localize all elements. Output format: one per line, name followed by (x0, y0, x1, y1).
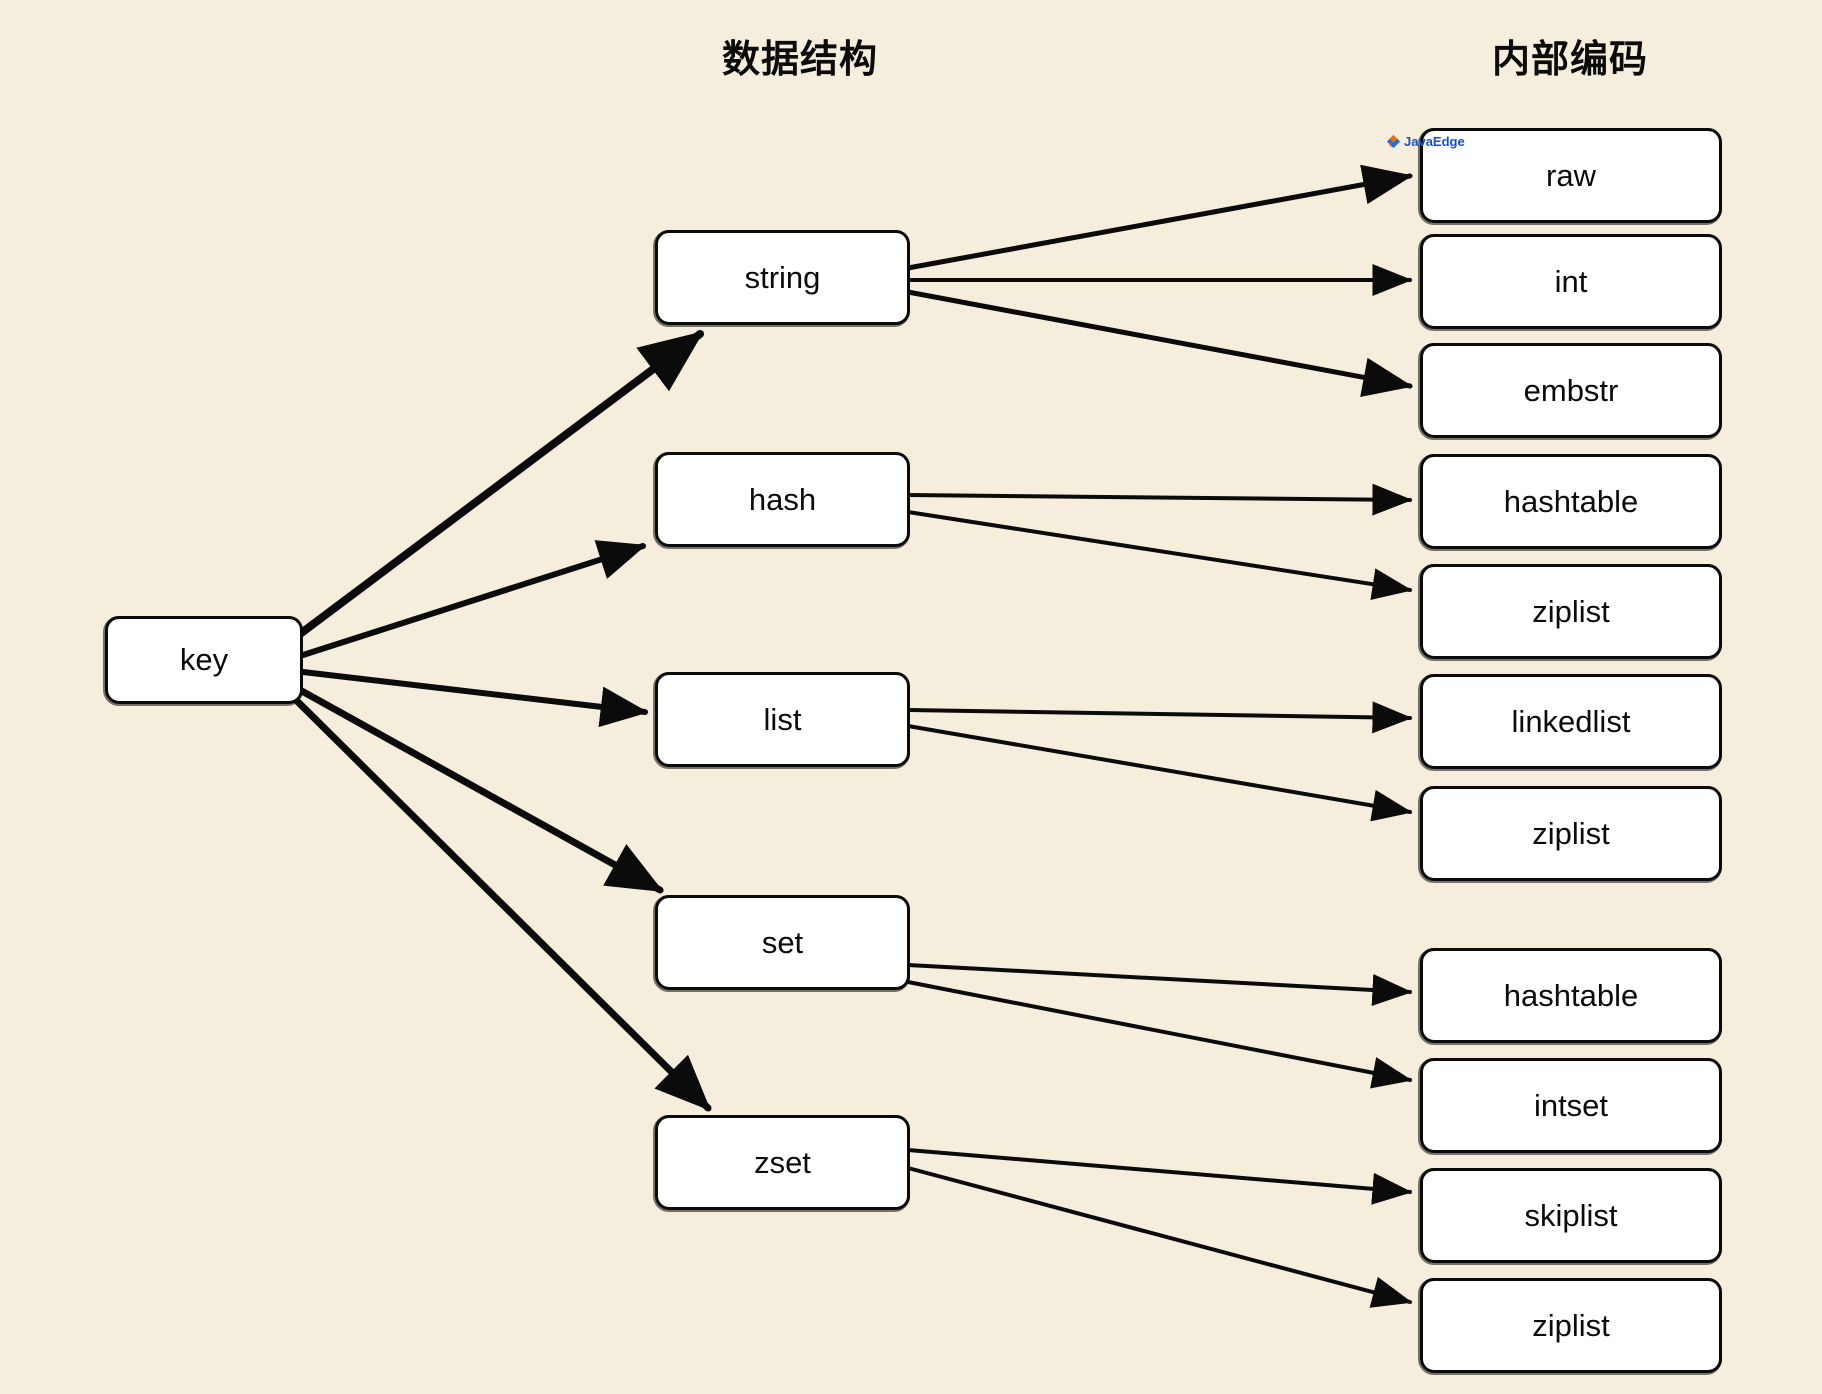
node-hashtable-set-label: hashtable (1503, 977, 1639, 1013)
node-skiplist[interactable]: skiplist (1418, 1168, 1722, 1265)
node-intset-label: intset (1533, 1087, 1609, 1123)
node-hashtable-hash-label: hashtable (1503, 483, 1639, 519)
column-title-data-structure: 数据结构 (721, 39, 879, 81)
node-ziplist-list[interactable]: ziplist (1418, 786, 1722, 883)
node-ziplist-zset[interactable]: ziplist (1418, 1278, 1722, 1375)
node-linkedlist-label: linkedlist (1511, 703, 1631, 739)
edge-key-zset (294, 698, 712, 1112)
node-key-label: key (179, 642, 229, 677)
edge-hash-ziplist (906, 510, 1413, 601)
node-int-label: int (1554, 263, 1588, 299)
node-hashtable-hash[interactable]: hashtable (1418, 454, 1722, 551)
edge-string-raw (905, 164, 1413, 271)
node-intset[interactable]: intset (1418, 1058, 1722, 1155)
edge-set-hashtable (906, 963, 1413, 1006)
edge-zset-skiplist (906, 1148, 1413, 1205)
node-ziplist-list-label: ziplist (1532, 815, 1610, 851)
node-string-label: string (744, 259, 821, 295)
node-list-label: list (763, 701, 802, 737)
node-string[interactable]: string (653, 230, 910, 327)
node-skiplist-label: skiplist (1524, 1197, 1618, 1233)
node-set[interactable]: set (653, 895, 910, 992)
node-embstr[interactable]: embstr (1418, 343, 1722, 440)
edge-set-intset (906, 980, 1413, 1089)
diamond-logo-icon (1386, 134, 1401, 149)
edge-key-set (296, 686, 664, 894)
node-ziplist-hash-label: ziplist (1532, 593, 1610, 629)
watermark-label: JavaEdge (1404, 134, 1465, 149)
edge-key-list (300, 669, 649, 728)
node-hash[interactable]: hash (653, 452, 910, 549)
node-int[interactable]: int (1418, 234, 1722, 331)
edge-key-hash (300, 540, 647, 658)
node-embstr-label: embstr (1523, 372, 1619, 408)
watermark: JavaEdge (1386, 134, 1465, 149)
edge-key-string (296, 330, 704, 638)
node-linkedlist[interactable]: linkedlist (1418, 674, 1722, 771)
node-hash-label: hash (748, 481, 817, 517)
node-hashtable-set[interactable]: hashtable (1418, 948, 1722, 1045)
node-raw-label: raw (1546, 157, 1596, 193)
node-key[interactable]: key (103, 616, 303, 706)
edge-hash-hashtable (906, 483, 1413, 516)
node-ziplist-hash[interactable]: ziplist (1418, 564, 1722, 661)
edge-zset-ziplist (906, 1166, 1413, 1308)
edge-string-embstr (905, 289, 1413, 398)
node-zset-label: zset (754, 1144, 811, 1180)
edge-list-linkedlist (906, 701, 1413, 734)
node-ziplist-zset-label: ziplist (1532, 1307, 1610, 1343)
node-zset[interactable]: zset (653, 1115, 910, 1212)
node-set-label: set (761, 924, 804, 960)
column-title-internal-encoding: 内部编码 (1491, 39, 1649, 81)
edge-list-ziplist (906, 724, 1413, 822)
node-list[interactable]: list (653, 672, 910, 769)
node-raw[interactable]: raw (1418, 128, 1722, 225)
